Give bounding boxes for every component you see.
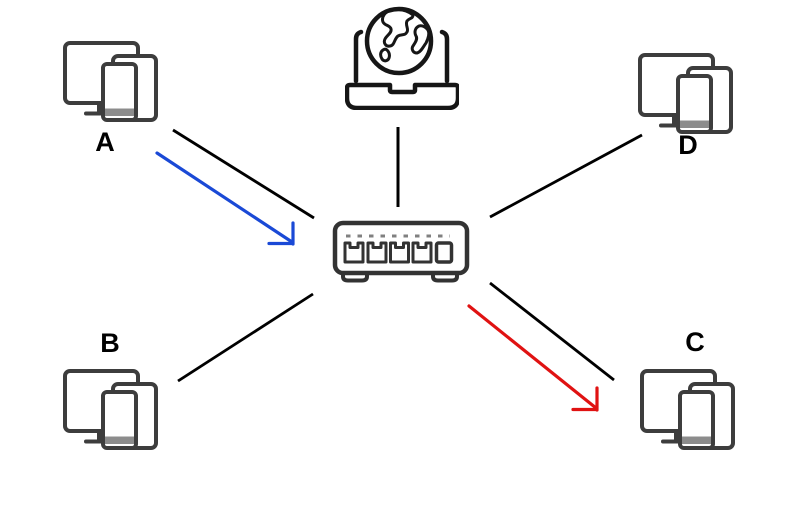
node-device-b (60, 362, 160, 450)
laptop-screen-left-edge (353, 29, 364, 84)
switch-port-1 (343, 241, 365, 264)
switch-foot-left (341, 271, 369, 283)
phone-icon (101, 62, 138, 122)
flow-arrow-switch-to-c (467, 304, 599, 412)
devices-icon (638, 53, 733, 134)
node-device-c (637, 362, 737, 450)
devices-strokes (638, 53, 733, 134)
link-device-a-to-switch (172, 128, 315, 220)
switch-port-3 (389, 241, 410, 264)
devices-strokes (63, 369, 158, 450)
network-switch-icon (332, 220, 470, 283)
devices-strokes (63, 41, 158, 122)
laptop-globe-strokes (345, 6, 459, 110)
devices-icon (63, 41, 158, 122)
devices-strokes (640, 369, 735, 450)
switch-port-uplink (434, 241, 454, 264)
link-device-b-to-switch (177, 292, 314, 383)
switch-foot-right (431, 271, 459, 283)
laptop-screen-right-edge (439, 29, 450, 84)
globe-continent-right (410, 24, 431, 55)
phone-icon (676, 74, 713, 134)
switch-port-2 (366, 241, 388, 264)
node-internet (345, 2, 459, 110)
phone-home-bar (105, 108, 134, 116)
node-device-a (60, 34, 160, 122)
globe-continent-bottom (379, 47, 391, 63)
device-d-label: D (678, 130, 698, 160)
flow-arrow-a-to-switch (155, 151, 295, 246)
node-switch (331, 214, 471, 286)
switch-strokes (332, 220, 470, 283)
devices-icon (63, 369, 158, 450)
link-switch-to-device-c (489, 281, 615, 382)
laptop-globe-icon (345, 6, 459, 110)
phone-icon (101, 390, 138, 450)
link-device-d-to-switch (489, 133, 643, 219)
device-c-label: C (685, 327, 705, 357)
globe-icon (364, 6, 434, 76)
node-device-d (635, 46, 735, 134)
device-b-label: B (100, 328, 120, 358)
phone-home-bar (105, 436, 134, 444)
device-a-label: A (95, 127, 115, 157)
globe-continent-left (381, 8, 415, 48)
devices-icon (640, 369, 735, 450)
phone-icon (678, 390, 715, 450)
switch-port-4 (411, 241, 433, 264)
phone-home-bar (682, 436, 711, 444)
phone-home-bar (680, 120, 709, 128)
laptop-base (345, 82, 459, 110)
